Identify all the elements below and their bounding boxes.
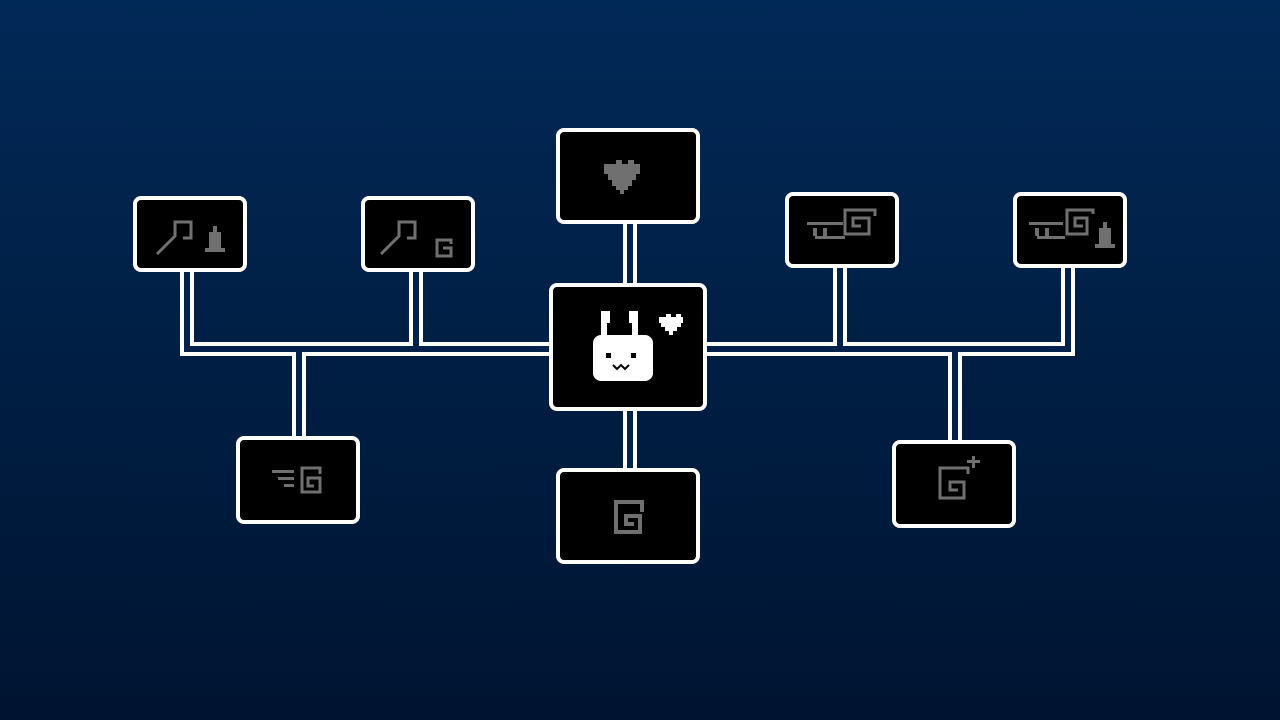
top-node-heart[interactable] (556, 128, 700, 224)
spiral-plus-icon (892, 440, 1016, 528)
right-lower-node-spiral-plus[interactable] (892, 440, 1016, 528)
left-node-hook-spiral[interactable] (361, 196, 475, 272)
long-dash-spiral-icon (785, 192, 899, 268)
heart-icon (556, 128, 700, 224)
node-frame (361, 196, 475, 272)
right-node-long-dash-spiral[interactable] (785, 192, 899, 268)
node-frame (892, 440, 1016, 528)
center-node-bunny[interactable] (549, 283, 707, 411)
right-node-long-dash-spiral-bell[interactable] (1013, 192, 1127, 268)
bottom-node-spiral[interactable] (556, 468, 700, 564)
bunny-heart-icon (549, 283, 707, 411)
node-frame (785, 192, 899, 268)
spiral-icon (556, 468, 700, 564)
left-lower-node-dash-spiral[interactable] (236, 436, 360, 524)
dash-spiral-icon (236, 436, 360, 524)
node-frame (236, 436, 360, 524)
hook-bell-icon (133, 196, 247, 272)
left-node-hook-bell[interactable] (133, 196, 247, 272)
long-dash-spiral-bell-icon (1013, 192, 1127, 268)
hook-spiral-icon (361, 196, 475, 272)
